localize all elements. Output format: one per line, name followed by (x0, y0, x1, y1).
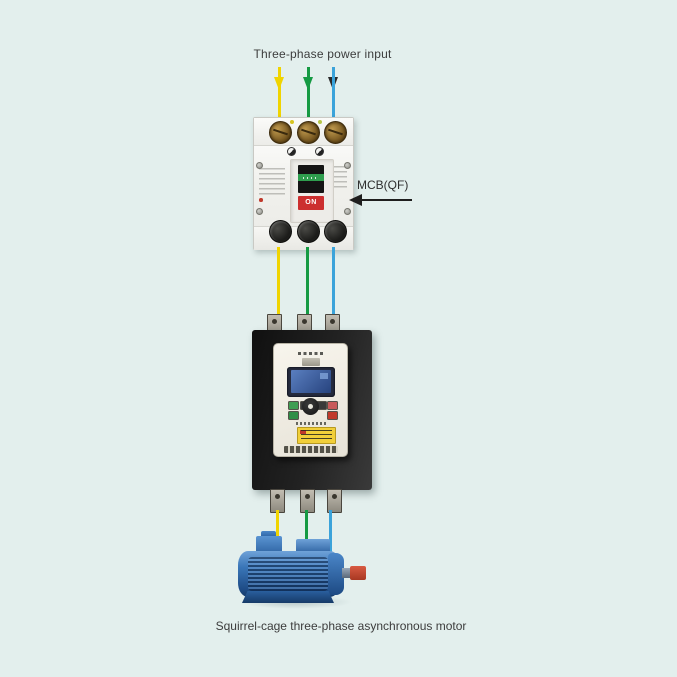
test-button-dot (259, 198, 263, 202)
breaker-top-terminal-strip (254, 118, 353, 146)
starter-output-lug-3 (327, 489, 342, 513)
terminal-box-cap (261, 531, 276, 538)
circuit-breaker: ON (253, 117, 354, 250)
phase2-wire (306, 67, 310, 117)
starter-display-bezel (287, 367, 335, 397)
starter-brand-text (298, 352, 324, 355)
motor-mounting-base (242, 591, 334, 603)
breaker-bottom-terminal-3 (324, 220, 347, 243)
phase-indicator-dot (318, 120, 322, 124)
case-screw-icon (344, 162, 351, 169)
start-key (288, 411, 299, 420)
case-screw-icon (344, 208, 351, 215)
phase2-wire-mid (306, 247, 309, 331)
stop-key (327, 401, 338, 410)
switch-green-band (298, 174, 324, 181)
screw-icon (315, 147, 324, 156)
starter-output-lug-1 (270, 489, 285, 513)
phase1-wire-mid (277, 247, 280, 331)
switch-on-label: ON (298, 196, 324, 210)
motor-shaft (342, 568, 352, 578)
panel-connector-tab (302, 358, 320, 366)
phase-indicator-dot (290, 120, 294, 124)
phase3-wire-mid (332, 247, 335, 331)
screw-icon (287, 147, 296, 156)
breaker-bottom-terminal-strip (254, 220, 353, 250)
phase1-input-arrow (273, 67, 285, 117)
breaker-top-terminal-3 (324, 121, 347, 144)
phase1-wire-motor (276, 510, 279, 548)
phase3-wire (331, 67, 335, 117)
starter-lcd-screen (291, 370, 331, 393)
breaker-switch-recess: ON (290, 159, 334, 223)
breaker-bottom-terminal-2 (297, 220, 320, 243)
starter-output-lug-2 (300, 489, 315, 513)
case-screw-icon (256, 208, 263, 215)
phase1-wire (277, 67, 281, 117)
phase2-wire-motor (305, 510, 308, 554)
starter-front-panel (273, 343, 348, 457)
arrow-left-icon (349, 193, 362, 206)
asynchronous-motor (236, 531, 368, 611)
breaker-top-terminal-1 (269, 121, 292, 144)
phase3-input-arrow (327, 67, 339, 117)
phase3-wire-motor (329, 510, 332, 563)
breaker-top-terminal-2 (297, 121, 320, 144)
power-input-label: Three-phase power input (253, 47, 392, 61)
motor-end-bell (328, 553, 344, 595)
reset-key (327, 411, 338, 420)
panel-vent-slots (284, 446, 338, 453)
breaker-rating-label (259, 168, 285, 195)
breaker-bottom-terminal-1 (269, 220, 292, 243)
motor-caption-label: Squirrel-cage three-phase asynchronous m… (215, 619, 467, 633)
callout-arrow-line (360, 199, 412, 201)
motor-cooling-fins (248, 557, 328, 591)
warning-sticker (297, 427, 336, 444)
breaker-switch-handle (298, 165, 324, 193)
breaker-callout-label: MCB(QF) (357, 178, 409, 192)
phase2-input-arrow (302, 67, 314, 117)
run-key (288, 401, 299, 410)
case-screw-icon (256, 162, 263, 169)
navigation-dpad (302, 398, 319, 415)
panel-caption-text (296, 422, 326, 425)
motor-shaft-tip (350, 566, 366, 580)
soft-starter (252, 314, 372, 513)
